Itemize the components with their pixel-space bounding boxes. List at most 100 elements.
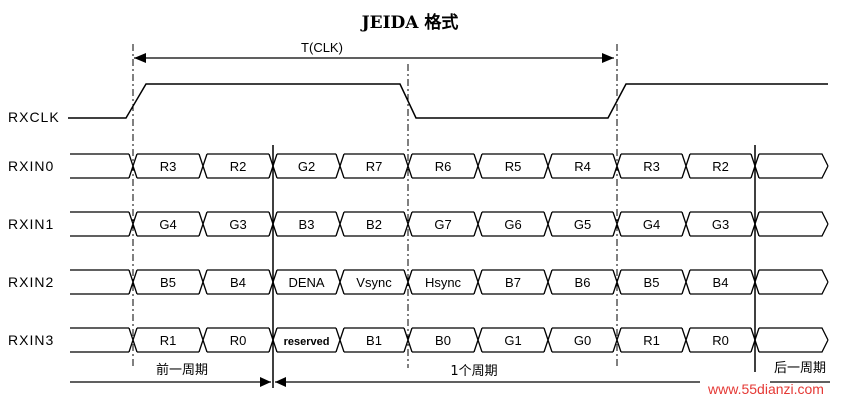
bit-cell-label: G3 (712, 217, 729, 232)
bit-cell-label: B0 (435, 333, 451, 348)
bit-cell-label: R7 (366, 159, 383, 174)
clock-period-label: T(CLK) (301, 40, 343, 55)
bus-lead (70, 211, 129, 237)
bus-lead (70, 327, 129, 353)
bus-crossing (335, 153, 345, 179)
bit-cell-label: R5 (505, 159, 522, 174)
signal-label: RXIN2 (8, 274, 54, 290)
bus-cell (207, 327, 269, 353)
bus-cell (690, 269, 751, 295)
bus-cell (690, 211, 751, 237)
bus-crossing (543, 153, 553, 179)
bus-lead (70, 153, 129, 179)
bus-crossing (681, 269, 691, 295)
clock-period-arrow: T(CLK) (134, 40, 614, 63)
bit-cell-label: G0 (574, 333, 591, 348)
bus-crossing (750, 211, 760, 237)
bus-cell (552, 211, 613, 237)
signal-label: RXIN3 (8, 332, 54, 348)
bit-cell-label: B5 (160, 275, 176, 290)
period-label-next: 后一周期 (774, 361, 826, 376)
bit-cell-label: Hsync (425, 275, 462, 290)
bit-cell-label: R4 (574, 159, 591, 174)
bit-cell-label: B5 (644, 275, 660, 290)
bus-cell (412, 269, 474, 295)
bus-cell (621, 211, 682, 237)
bus-crossing (268, 211, 278, 237)
bus-crossing (612, 327, 622, 353)
guide-lines (132, 44, 618, 368)
bus-cell (412, 211, 474, 237)
bit-cell-label: B2 (366, 217, 382, 232)
bus-tail (759, 153, 829, 179)
bus-crossing (473, 327, 483, 353)
bus-crossing (612, 211, 622, 237)
clock-waveform (68, 83, 828, 119)
bus-crossing (128, 211, 138, 237)
bit-cell-label: R2 (712, 159, 729, 174)
bus-cell (277, 153, 336, 179)
bus-cell (137, 327, 199, 353)
bus-cell (482, 211, 544, 237)
bit-cell-label: R0 (230, 333, 247, 348)
bus-crossing (681, 327, 691, 353)
bus-crossing (403, 211, 413, 237)
period-arrows (70, 377, 830, 387)
bus-crossing (681, 211, 691, 237)
bus-lead (70, 269, 129, 295)
bit-cell-label: G5 (574, 217, 591, 232)
bus-crossing (268, 327, 278, 353)
bus-crossing (268, 153, 278, 179)
bus-cell (482, 327, 544, 353)
bus-cell (412, 327, 474, 353)
diagram-title: JEIDA 格式 (360, 12, 459, 33)
period-label-current: 1个周期 (450, 364, 497, 379)
bit-cell-label: R1 (160, 333, 177, 348)
bus-cell (552, 269, 613, 295)
bus-cell (344, 269, 404, 295)
bit-cell-label: R2 (230, 159, 247, 174)
bus-tail (759, 327, 829, 353)
bus-cell (207, 211, 269, 237)
bus-crossing (473, 211, 483, 237)
bus-crossing (473, 269, 483, 295)
period-boundaries (272, 145, 756, 388)
bit-cell-label: G2 (298, 159, 315, 174)
bus-cell (137, 211, 199, 237)
bus-crossing (128, 269, 138, 295)
bus-crossing (335, 327, 345, 353)
bus-cell (482, 269, 544, 295)
bus-crossing (543, 327, 553, 353)
bus-cell (621, 269, 682, 295)
signal-label: RXIN1 (8, 216, 54, 232)
bit-cell-label: G4 (643, 217, 660, 232)
signal-label: RXIN0 (8, 158, 54, 174)
bit-cell-label: Vsync (356, 275, 392, 290)
bus-crossing (612, 153, 622, 179)
bus-cell (277, 269, 336, 295)
bit-cell-label: R1 (643, 333, 660, 348)
bus-crossing (750, 269, 760, 295)
bus-cell (552, 327, 613, 353)
bus-crossing (335, 211, 345, 237)
bus-cell (137, 153, 199, 179)
bus-crossing (750, 153, 760, 179)
bus-crossing (198, 211, 208, 237)
watermark: www.55dianzi.com (707, 381, 824, 397)
bit-cell-label: G1 (504, 333, 521, 348)
bus-cell (482, 153, 544, 179)
bit-cell-label: R6 (435, 159, 452, 174)
bus-cell (690, 327, 751, 353)
bus-crossing (198, 327, 208, 353)
bus-cell (621, 153, 682, 179)
bus-cell (344, 327, 404, 353)
bus-crossing (403, 153, 413, 179)
bus-cell (207, 153, 269, 179)
bit-cell-label: B4 (230, 275, 246, 290)
bus-crossing (543, 269, 553, 295)
bit-cell-label: B1 (366, 333, 382, 348)
